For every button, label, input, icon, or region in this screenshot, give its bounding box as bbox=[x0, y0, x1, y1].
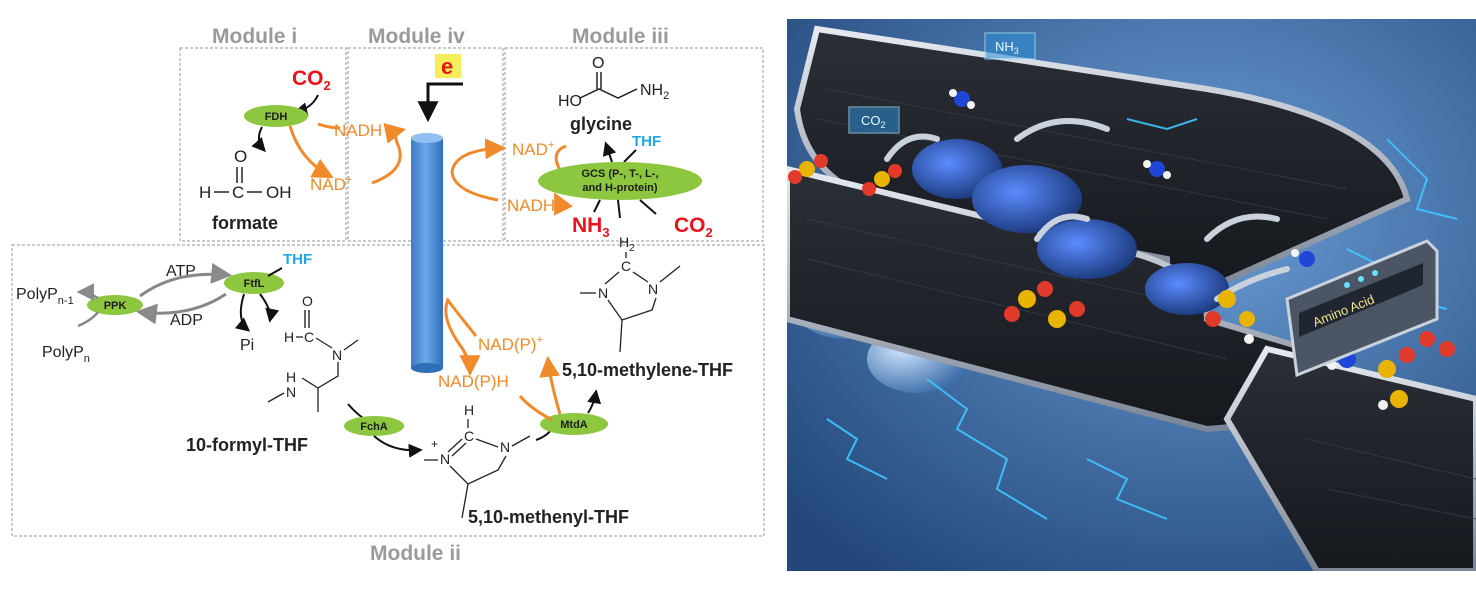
methylene-c: C bbox=[621, 258, 631, 274]
formate-oh: OH bbox=[266, 183, 292, 202]
nad-iii: NAD+ bbox=[512, 139, 554, 159]
methenyl-c: C bbox=[464, 428, 474, 444]
formyl-c: C bbox=[304, 329, 314, 345]
nadh-iii: NADH bbox=[507, 196, 555, 215]
nad-i: NAD+ bbox=[310, 174, 352, 194]
adp-label: ADP bbox=[170, 312, 203, 329]
module-i-content: CO2 FDH NADH NAD+ O H C OH formate bbox=[199, 67, 407, 233]
methenyl-n-left: N bbox=[440, 451, 450, 467]
thf-iii: THF bbox=[632, 133, 661, 150]
enzyme-ppk bbox=[87, 295, 143, 315]
thf-ii: THF bbox=[283, 251, 312, 268]
electrode-cylinder bbox=[411, 133, 443, 373]
formate-c: C bbox=[232, 183, 244, 202]
enzyme-fdh-label: FDH bbox=[265, 111, 288, 123]
belt-texture bbox=[806, 88, 1476, 520]
co2-input-iii: CO2 bbox=[674, 214, 713, 240]
electron-label: e bbox=[441, 54, 453, 79]
nadh-i: NADH bbox=[334, 121, 382, 140]
sign-nh3-text: NH3 bbox=[995, 39, 1019, 56]
pi-label: Pi bbox=[240, 337, 254, 354]
enzyme-ppk-label: PPK bbox=[104, 300, 127, 312]
formyl-o: O bbox=[302, 293, 313, 309]
glycine-o: O bbox=[592, 55, 604, 72]
enzyme-blobs bbox=[912, 139, 1229, 315]
sign-co2-text: CO2 bbox=[861, 113, 886, 130]
methylene-n-left: N bbox=[598, 285, 608, 301]
polyp-n: PolyPn bbox=[42, 344, 90, 365]
enzyme-fcha-label: FchA bbox=[360, 421, 388, 433]
enzyme-gcs-line1: GCS (P-, T-, L-, bbox=[582, 168, 659, 180]
methylene-h2: H2 bbox=[619, 234, 635, 254]
module-iv-title: Module iv bbox=[368, 25, 465, 48]
glycine-nh2: NH2 bbox=[640, 82, 669, 102]
module-i-title: Module i bbox=[212, 25, 297, 48]
methenyl-thf-label: 5,10-methenyl-THF bbox=[468, 507, 629, 527]
enzyme-fcha bbox=[344, 416, 404, 436]
formate-h: H bbox=[199, 183, 211, 202]
formate-label: formate bbox=[212, 213, 278, 233]
polyp-n1: PolyPn-1 bbox=[16, 286, 74, 307]
conveyor-illustration: CO2 NH3 Amino Acid bbox=[787, 19, 1476, 571]
front-conveyor bbox=[1223, 345, 1476, 571]
formyl-n: N bbox=[332, 347, 342, 363]
amino-acid-box: Amino Acid bbox=[1285, 239, 1439, 378]
formyl-h: H bbox=[284, 329, 294, 345]
methenyl-n-right: N bbox=[500, 439, 510, 455]
methenyl-h: H bbox=[464, 402, 474, 418]
module-i-frame bbox=[179, 47, 347, 242]
sign-nh3: NH3 bbox=[984, 32, 1036, 60]
formate-o: O bbox=[234, 147, 247, 166]
module-iii-content: O HO NH2 glycine THF NAD+ NADH GCS (P-, … bbox=[450, 55, 713, 240]
co2-input-i: CO2 bbox=[292, 67, 331, 93]
module-ii-title: Module ii bbox=[370, 542, 461, 565]
module-iii-title: Module iii bbox=[572, 25, 669, 48]
enzyme-gcs bbox=[538, 162, 702, 200]
nadph: NAD(P)H bbox=[438, 372, 509, 391]
formyl-thf-label: 10-formyl-THF bbox=[186, 435, 308, 455]
glycine-label: glycine bbox=[570, 114, 632, 134]
formyl-hn-h: H bbox=[286, 369, 296, 385]
glycine-ho: HO bbox=[558, 93, 582, 110]
nadp-plus: NAD(P)+ bbox=[478, 334, 543, 354]
molecules bbox=[788, 89, 1455, 410]
module-ii-content: THF ATP FtfL PolyPn-1 PPK ADP PolyPn Pi … bbox=[16, 234, 733, 527]
methylene-thf-label: 5,10-methylene-THF bbox=[562, 360, 733, 380]
methylene-n-right: N bbox=[648, 281, 658, 297]
enzyme-ftfl-label: FtfL bbox=[244, 278, 265, 290]
formyl-hn-n: N bbox=[286, 384, 296, 400]
enzyme-ftfl bbox=[224, 272, 284, 294]
enzyme-fdh bbox=[244, 105, 308, 127]
pathway-diagram: Module i Module iv Module iii Module ii … bbox=[11, 25, 765, 565]
nh3-input: NH3 bbox=[572, 214, 610, 240]
enzyme-mtda-label: MtdA bbox=[560, 419, 588, 431]
enzyme-gcs-line2: and H-protein) bbox=[582, 182, 657, 194]
sign-co2: CO2 bbox=[848, 106, 900, 134]
methenyl-plus: + bbox=[431, 437, 438, 451]
enzyme-mtda bbox=[540, 413, 608, 435]
electron-input: e bbox=[417, 54, 463, 123]
module-ii-frame bbox=[11, 244, 765, 537]
